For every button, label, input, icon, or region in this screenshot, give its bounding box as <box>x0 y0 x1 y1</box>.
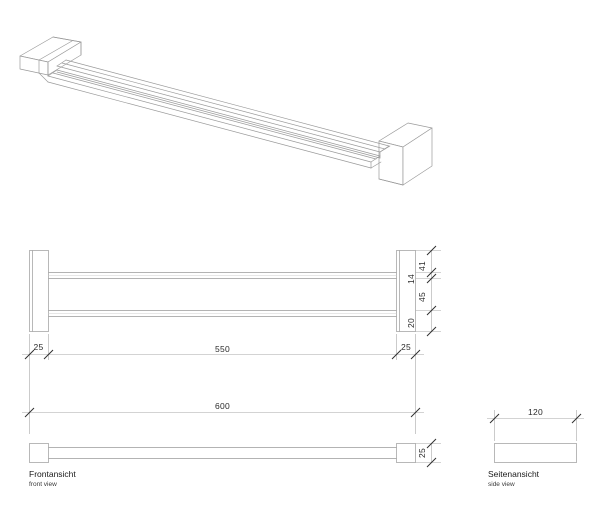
dim-depth-mark: 25 <box>417 448 427 458</box>
iso-lower-bar <box>47 69 381 169</box>
dimension-chain-550 <box>22 334 424 360</box>
side-view-label-de: Seitenansicht <box>488 469 540 479</box>
dimension-overall-600 <box>22 360 424 434</box>
dim-bracket-left-width: 25 <box>33 342 43 352</box>
front-view-label-de: Frontansicht <box>29 469 76 479</box>
iso-right-connector <box>370 145 404 186</box>
dim-bar-spacing: 45 <box>417 292 427 302</box>
front-left-bracket <box>29 250 49 332</box>
side-view-geometry <box>494 443 577 463</box>
isometric-view <box>19 36 433 186</box>
side-view-body <box>494 443 577 463</box>
vertical-dimension-group <box>415 245 441 337</box>
dim-bar-clear-length: 550 <box>215 344 230 354</box>
plan-left-cap <box>29 443 49 463</box>
dim-top-offset: 41 <box>417 261 427 271</box>
dim-bottom-offset: 20 <box>406 318 416 328</box>
dim-bracket-right-width: 25 <box>401 342 411 352</box>
dim-overall-length: 600 <box>215 401 230 411</box>
front-elevation-view <box>29 250 416 332</box>
front-right-bracket <box>396 250 416 332</box>
iso-bar-edges <box>52 62 386 160</box>
iso-left-arm <box>52 36 82 56</box>
front-upper-bar <box>48 272 397 279</box>
side-view-label-en: side view <box>488 481 515 488</box>
dimension-depth-25 <box>415 438 441 468</box>
iso-left-connector <box>38 61 49 83</box>
iso-left-bracket <box>19 36 82 76</box>
dimension-side-120 <box>487 410 584 441</box>
front-view-plan <box>29 443 416 463</box>
dim-side-width: 120 <box>528 407 543 417</box>
dim-bar-gap: 14 <box>406 274 416 284</box>
plan-right-cap <box>396 443 416 463</box>
front-view-label-en: front view <box>29 481 57 488</box>
front-lower-bar <box>48 310 397 317</box>
